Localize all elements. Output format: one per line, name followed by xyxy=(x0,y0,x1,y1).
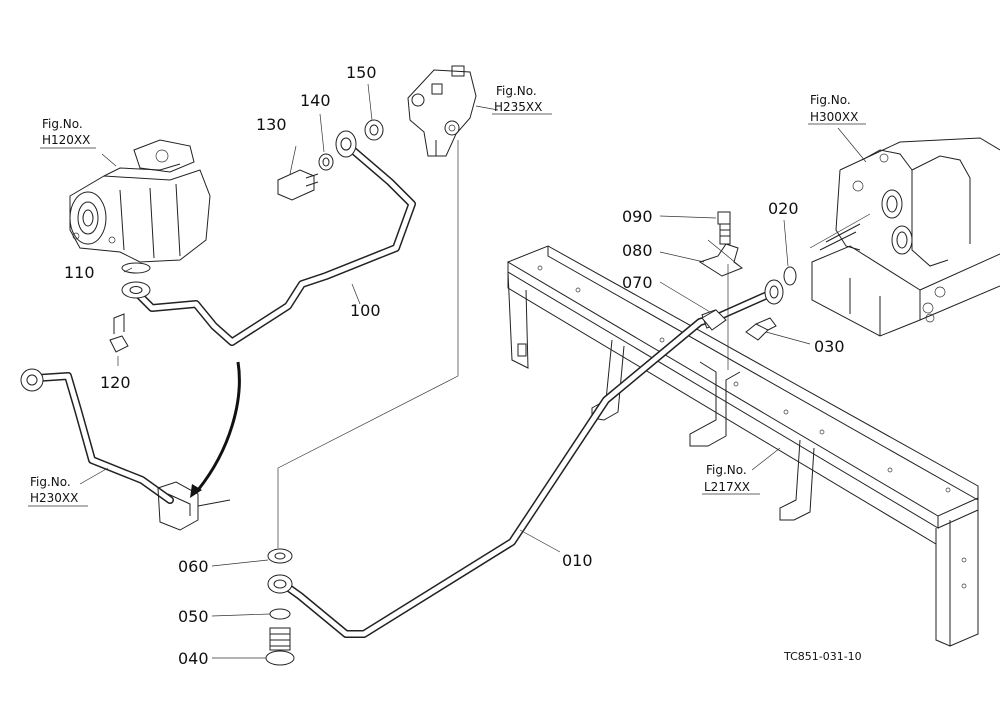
flow-arrow xyxy=(190,361,241,498)
hydraulic-pump xyxy=(69,139,211,263)
o-ring-110 xyxy=(121,262,151,274)
fig-ref-h235: Fig.No. H235XX xyxy=(492,84,552,115)
bolt-120 xyxy=(109,313,129,353)
control-valve xyxy=(407,65,477,157)
clamp-080 xyxy=(698,243,744,277)
bolt-030 xyxy=(745,317,777,341)
svg-text:Fig.No.: Fig.No. xyxy=(496,84,537,98)
svg-text:Fig.No.: Fig.No. xyxy=(30,475,71,489)
svg-text:Fig.No.: Fig.No. xyxy=(42,117,83,131)
svg-text:L217XX: L217XX xyxy=(704,480,750,494)
fig-ref-h230: Fig.No. H230XX xyxy=(28,475,88,507)
label-080: 080 xyxy=(622,241,653,260)
frame-assembly xyxy=(506,245,979,647)
label-120: 120 xyxy=(100,373,131,392)
figure-refs: Fig.No. H120XX Fig.No. H235XX Fig.No. H3… xyxy=(28,84,866,507)
part-labels: 010 020 030 040 050 060 070 080 090 100 … xyxy=(64,63,845,668)
svg-text:H230XX: H230XX xyxy=(30,491,78,505)
label-100: 100 xyxy=(350,301,381,320)
label-090: 090 xyxy=(622,207,653,226)
pipe-010 xyxy=(267,279,784,638)
svg-text:H235XX: H235XX xyxy=(494,100,542,114)
svg-text:Fig.No.: Fig.No. xyxy=(810,93,851,107)
banjo-bolt-040 xyxy=(265,627,295,666)
label-020: 020 xyxy=(768,199,799,218)
label-010: 010 xyxy=(562,551,593,570)
small-parts xyxy=(109,119,797,666)
label-070: 070 xyxy=(622,273,653,292)
pipe-100 xyxy=(121,130,416,346)
label-050: 050 xyxy=(178,607,209,626)
clip-070 xyxy=(701,309,727,331)
bolt-090 xyxy=(717,211,731,245)
fig-ref-h300: Fig.No. H300XX xyxy=(808,93,866,125)
fig-ref-h120: Fig.No. H120XX xyxy=(40,117,96,149)
o-ring-020 xyxy=(783,266,797,286)
frame-holes xyxy=(537,265,967,589)
return-pipe-h230 xyxy=(20,368,231,531)
label-040: 040 xyxy=(178,649,209,668)
svg-text:Fig.No.: Fig.No. xyxy=(706,463,747,477)
hydraulic-housing xyxy=(811,137,1000,337)
label-030: 030 xyxy=(814,337,845,356)
label-140: 140 xyxy=(300,91,331,110)
leader-lines xyxy=(79,83,871,659)
washer-050 xyxy=(269,608,291,620)
fig-ref-l217: Fig.No. L217XX xyxy=(702,463,760,495)
drawing-code: TC851-031-10 xyxy=(783,650,862,663)
svg-text:H300XX: H300XX xyxy=(810,110,858,124)
svg-text:H120XX: H120XX xyxy=(42,133,90,147)
label-150: 150 xyxy=(346,63,377,82)
banjo-bolt-130 xyxy=(277,169,319,201)
label-110: 110 xyxy=(64,263,95,282)
label-060: 060 xyxy=(178,557,209,576)
label-130: 130 xyxy=(256,115,287,134)
